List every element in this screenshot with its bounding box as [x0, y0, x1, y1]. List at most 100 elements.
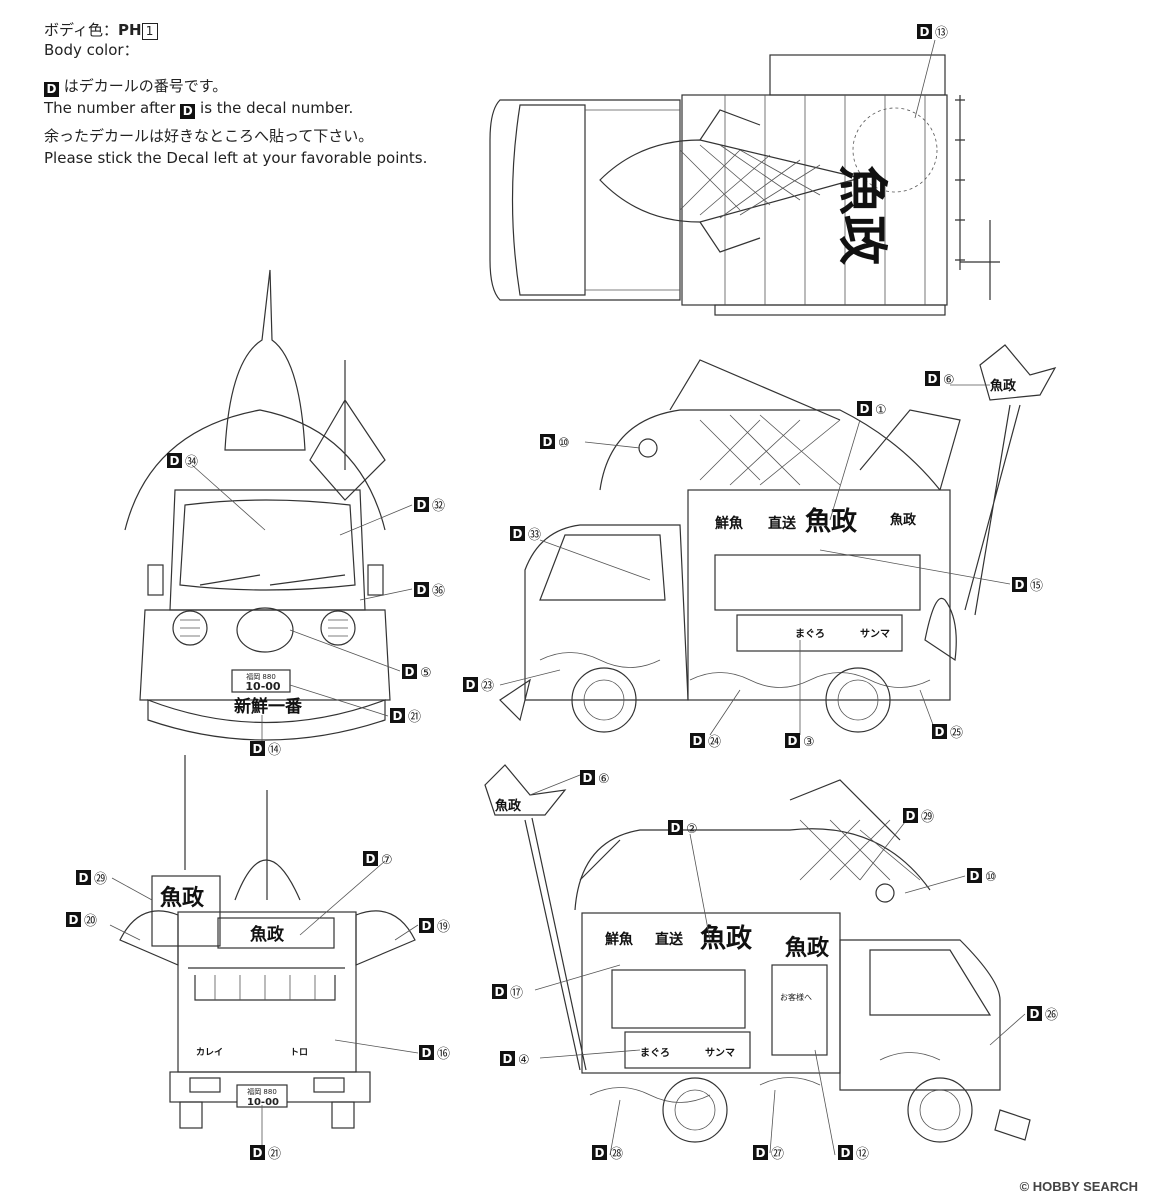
rear-curtain-rail: [188, 967, 345, 1001]
callout-2: D ②: [668, 820, 698, 837]
svg-text:⑤: ⑤: [420, 666, 432, 681]
top-cab-lines: [585, 109, 680, 291]
svg-text:D: D: [417, 498, 427, 512]
leader-20: [109, 924, 141, 941]
rear-menu-right: トロ: [290, 1047, 308, 1058]
svg-text:⑥: ⑥: [598, 772, 610, 787]
left-window: [611, 969, 746, 1029]
decal-jp-text: はデカールの番号です。: [63, 77, 228, 95]
front-license-plate: [231, 669, 291, 693]
side-tuna: まぐろ: [795, 628, 825, 640]
side-direct: 直送: [768, 515, 797, 532]
body-color-jp-text: ボディ色：: [44, 21, 118, 39]
svg-text:D: D: [543, 435, 553, 449]
callout-20: D ⑳: [66, 912, 97, 929]
side-front-wheel: [571, 667, 637, 733]
svg-text:D: D: [422, 919, 432, 933]
leader-10b: [904, 875, 966, 894]
callout-7: D ⑦: [363, 851, 393, 868]
rear-taillight-right: [313, 1077, 345, 1093]
leader-6b: [529, 774, 581, 796]
left-notice-title: お客様へ: [780, 992, 812, 1002]
callout-12: D ⑫: [838, 1145, 869, 1162]
side-display-case: [736, 614, 903, 652]
side-wave-decals: [539, 652, 931, 688]
left-fresh-fish: 鮮魚: [605, 931, 633, 948]
svg-text:D: D: [935, 725, 945, 739]
front-headlight-left: [172, 610, 208, 646]
leader-16: [334, 1039, 419, 1054]
body-color-number: 1: [141, 23, 158, 40]
svg-text:D: D: [366, 852, 376, 866]
callout-27: D ㉗: [753, 1145, 784, 1162]
svg-text:D: D: [860, 402, 870, 416]
decal-note-en: The number after D is the decal number.: [44, 99, 353, 119]
side-fish-dorsal: [669, 359, 841, 421]
leader-26: [989, 1013, 1026, 1046]
svg-text:⑩: ⑩: [985, 870, 997, 885]
leader-32: [339, 504, 413, 536]
callout-21a: D ㉑: [390, 708, 421, 725]
leader-13: [914, 39, 936, 119]
front-bumper: [147, 699, 386, 741]
leader-34: [191, 464, 266, 531]
side-fish-flag: [979, 344, 1057, 401]
svg-text:㉝: ㉝: [528, 528, 541, 543]
rear-wheel-right: [331, 1101, 355, 1129]
top-view-truck: 魚政: [489, 54, 1000, 316]
svg-text:D: D: [595, 1146, 605, 1160]
front-fish-fin: [224, 269, 306, 451]
leader-28: [609, 1099, 621, 1156]
svg-text:④: ④: [518, 1053, 530, 1068]
decal-en-prefix: The number after: [44, 99, 176, 117]
callout-29b: D ㉙: [76, 870, 107, 887]
rear-banner-text: 魚政: [160, 885, 205, 911]
left-fish-fins: [579, 779, 901, 881]
front-windshield: [179, 499, 356, 591]
left-front-wheel: [907, 1077, 973, 1143]
rear-poles: [184, 755, 268, 900]
leftover-note-jp: 余ったデカールは好きなところへ貼って下さい。: [44, 127, 374, 145]
left-display-case: [624, 1031, 751, 1069]
callout-6b: D ⑥: [580, 770, 610, 787]
leader-33: [539, 539, 651, 581]
callout-3: D ③: [785, 733, 815, 750]
top-roof-rear: [714, 304, 946, 316]
front-grille-panel: [139, 609, 391, 701]
left-pole: [524, 817, 587, 1071]
side-window: [714, 554, 921, 611]
front-plate-top: 福岡 880: [246, 672, 276, 681]
leftover-note-en: Please stick the Decal left at your favo…: [44, 149, 428, 167]
svg-text:㉘: ㉘: [610, 1147, 623, 1162]
side-cab: [524, 524, 689, 701]
svg-text:⑭: ⑭: [268, 743, 281, 758]
front-wipers: [199, 574, 346, 586]
callout-labels: D ⑬ D ⑥ D ① D ⑩ D ㉝ D ⑮ D: [66, 24, 1058, 1162]
d-tag: D: [180, 104, 196, 119]
svg-text:㉔: ㉔: [708, 735, 721, 750]
side-fish-tail: [859, 409, 961, 491]
svg-text:⑥: ⑥: [943, 373, 955, 388]
front-fish-emblem: [236, 607, 294, 653]
callout-28: D ㉘: [592, 1145, 623, 1162]
leader-29b: [111, 877, 153, 901]
svg-text:㉙: ㉙: [94, 872, 107, 887]
side-saury: サンマ: [860, 628, 890, 640]
leader-29a: [859, 821, 906, 881]
svg-text:㉙: ㉙: [921, 810, 934, 825]
svg-text:㉗: ㉗: [771, 1147, 784, 1162]
side-fish-eye: [638, 438, 658, 458]
callout-leaders: [109, 39, 1026, 1156]
svg-text:D: D: [583, 771, 593, 785]
rear-view-truck: 魚政 魚政 カレイ トロ 福岡 880 10-00: [119, 755, 416, 1129]
side-pole: [964, 404, 1021, 616]
top-shop-name: 魚政: [833, 165, 892, 265]
svg-text:③: ③: [803, 735, 815, 750]
callout-17: D ⑰: [492, 984, 523, 1001]
svg-text:D: D: [417, 583, 427, 597]
svg-text:D: D: [970, 869, 980, 883]
left-mudflap: [994, 1109, 1031, 1141]
svg-text:⑰: ⑰: [510, 986, 523, 1001]
leader-36: [359, 588, 413, 601]
